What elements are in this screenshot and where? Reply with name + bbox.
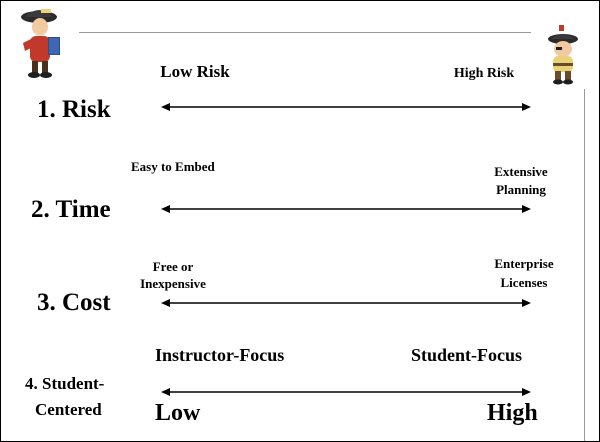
- cost-title: 3. Cost: [37, 289, 111, 316]
- double-arrow-icon: [161, 101, 531, 113]
- cost-right-label-line2: Licenses: [500, 275, 548, 290]
- cost-right-label-line1: Enterprise: [494, 256, 554, 271]
- risk-low-label: Low Risk: [160, 62, 230, 81]
- time-title: 2. Time: [31, 196, 111, 223]
- pirate-clipart-icon: [13, 7, 73, 79]
- cost-left-label-line1: Free or: [152, 259, 194, 274]
- top-divider: [79, 32, 531, 33]
- double-arrow-icon: [161, 297, 531, 309]
- student-upper-left-label: Instructor-Focus: [155, 345, 285, 365]
- risk-high-label: High Risk: [453, 66, 515, 81]
- student-low-label: Low: [155, 400, 201, 426]
- time-right-label-line2: Planning: [496, 182, 546, 197]
- pirate-small-clipart-icon: [541, 25, 585, 85]
- risk-title: 1. Risk: [37, 96, 111, 123]
- student-title-line2: Centered: [35, 400, 102, 419]
- student-title-line1: 4. Student-: [25, 374, 105, 393]
- double-arrow-icon: [161, 203, 531, 215]
- student-high-label: High: [487, 400, 538, 426]
- time-left-label: Easy to Embed: [131, 159, 215, 174]
- student-upper-right-label: Student-Focus: [411, 345, 523, 365]
- time-right-label-line1: Extensive: [494, 164, 548, 179]
- right-divider: [584, 89, 585, 441]
- cost-left-label-line2: Inexpensive: [140, 276, 206, 291]
- double-arrow-icon: [161, 386, 531, 398]
